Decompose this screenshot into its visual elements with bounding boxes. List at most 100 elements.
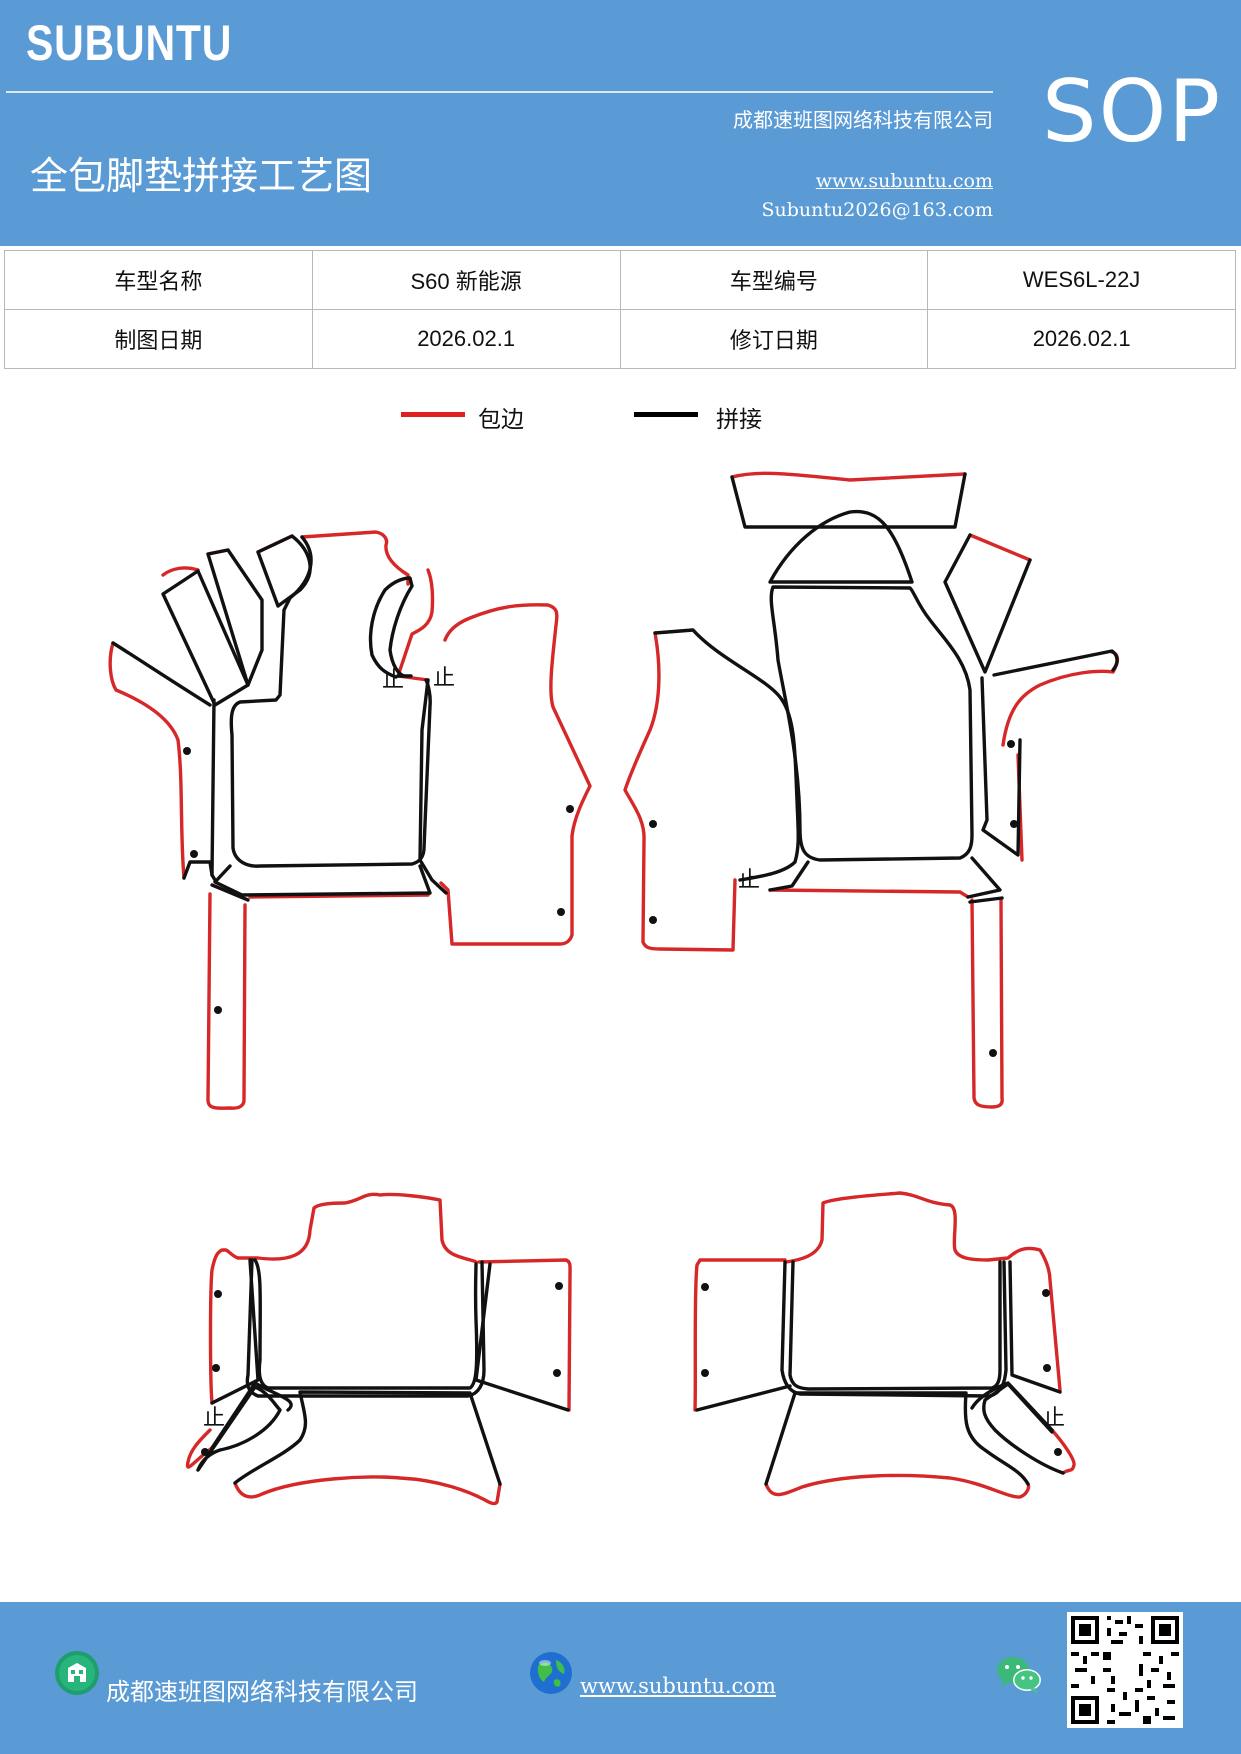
joint-line: [210, 698, 217, 882]
model-name-label: 车型名称: [4, 250, 313, 310]
fastener-dot: [989, 1049, 997, 1057]
legend-joint-label: 拼接: [716, 407, 762, 433]
edge-binding: [1001, 650, 1120, 747]
joint-line: [768, 509, 914, 584]
joint-line: [653, 628, 800, 882]
joint-line: [768, 860, 810, 892]
website-link[interactable]: www.subuntu.com: [815, 170, 993, 192]
edge-binding: [396, 568, 435, 682]
fastener-dot: [553, 1369, 561, 1377]
footer-banner: 成都速班图网络科技有限公司 www.subuntu.com: [0, 1602, 1241, 1754]
edge-binding: [300, 530, 410, 586]
joint-line: [474, 1262, 570, 1412]
front-right-mat: 止: [623, 471, 1120, 1109]
joint-line: [245, 1258, 486, 1398]
fastener-dot: [649, 820, 657, 828]
fastener-dot: [1007, 740, 1015, 748]
joint-line: [968, 896, 1004, 904]
joint-line: [992, 649, 1119, 677]
joint-line: [210, 883, 250, 902]
legend-edge-label: 包边: [478, 407, 524, 433]
model-code-value: WES6L-22J: [927, 250, 1236, 310]
draw-date-value: 2026.02.1: [311, 309, 621, 369]
joint-line: [695, 1384, 792, 1412]
info-table: 车型名称 S60 新能源 车型编号 WES6L-22J 制图日期 2026.02…: [4, 250, 1236, 369]
globe-icon: [530, 1652, 572, 1694]
joint-line: [764, 1391, 1030, 1486]
joint-line: [788, 1260, 1002, 1391]
edge-binding: [477, 1258, 572, 1412]
fastener-dot: [1010, 820, 1018, 828]
rear-right-mat: 止: [693, 1191, 1076, 1499]
brand-logo: SUBUNTU: [26, 15, 233, 71]
stop-mark: 止: [1043, 1406, 1065, 1431]
joint-line: [769, 585, 974, 862]
fastener-dot: [566, 805, 574, 813]
edge-binding: [764, 1473, 1031, 1499]
joint-line: [368, 576, 414, 679]
edge-binding: [968, 533, 1032, 562]
revise-date-value: 2026.02.1: [927, 309, 1236, 369]
edge-binding: [768, 888, 970, 899]
rear-left-mat: 止: [185, 1192, 572, 1506]
fastener-dot: [201, 1448, 209, 1456]
model-name-value: S60 新能源: [311, 250, 621, 310]
footer-company: 成都速班图网络科技有限公司: [106, 1678, 418, 1706]
wechat-icon[interactable]: [995, 1654, 1043, 1696]
joint-line: [210, 1258, 260, 1405]
fastener-dot: [214, 1006, 222, 1014]
edge-binding: [784, 1191, 1062, 1392]
fastener-dot: [701, 1283, 709, 1291]
joint-line: [206, 548, 264, 687]
joint-line: [1008, 1260, 1062, 1394]
joint-line: [233, 1390, 502, 1486]
edge-binding: [108, 641, 186, 880]
fastener-dot: [212, 1364, 220, 1372]
fastener-dots: [183, 740, 1062, 1456]
joint-line: [253, 1258, 479, 1390]
edge-binding: [208, 1192, 478, 1405]
joint-line: [780, 1260, 1008, 1398]
qr-code-pattern: [1067, 1612, 1183, 1728]
stop-mark: 止: [203, 1406, 225, 1431]
stop-mark: 止: [433, 666, 455, 691]
edge-binding: [439, 603, 592, 946]
edge-binding: [161, 566, 200, 577]
floor-mat-diagram: 止 止 止: [108, 471, 1120, 1506]
edge-binding: [693, 1258, 787, 1412]
building-icon: [55, 1651, 99, 1695]
table-row: 制图日期 2026.02.1 修订日期 2026.02.1: [4, 309, 1236, 369]
legend-edge-swatch: [401, 412, 465, 417]
footer-website-link[interactable]: www.subuntu.com: [580, 1674, 776, 1698]
revise-date-label: 修订日期: [619, 309, 929, 369]
joint-line: [213, 864, 432, 897]
front-left-mat: 止 止: [108, 530, 592, 1110]
fastener-dot: [701, 1369, 709, 1377]
stop-mark: 止: [738, 868, 760, 893]
header-banner: SUBUNTU 成都速班图网络科技有限公司 全包脚垫拼接工艺图 www.subu…: [0, 0, 1241, 246]
legend-joint-swatch: [634, 412, 698, 417]
edge-binding: [1050, 1428, 1076, 1475]
qr-code: [1067, 1612, 1183, 1728]
joint-line: [982, 1382, 1065, 1475]
page-title: 全包脚垫拼接工艺图: [30, 154, 373, 198]
joint-line: [111, 641, 212, 707]
joint-line: [229, 535, 432, 868]
email-address: Subuntu2026@163.com: [761, 199, 993, 221]
edge-binding: [206, 892, 247, 1110]
edge-binding: [623, 631, 737, 952]
edge-binding: [233, 1475, 502, 1506]
edge-binding: [970, 898, 1004, 1109]
joint-line: [966, 856, 1002, 899]
joint-line: [418, 678, 448, 895]
edge-binding: [185, 1428, 214, 1469]
draw-date-label: 制图日期: [4, 309, 313, 369]
fastener-dot: [1043, 1364, 1051, 1372]
joint-line: [730, 472, 967, 529]
fastener-dot: [214, 1290, 222, 1298]
stop-mark: 止: [382, 668, 404, 693]
edge-binding: [248, 893, 430, 899]
joint-line: [196, 1385, 282, 1472]
fastener-dot: [190, 850, 198, 858]
joint-line: [980, 676, 1022, 857]
